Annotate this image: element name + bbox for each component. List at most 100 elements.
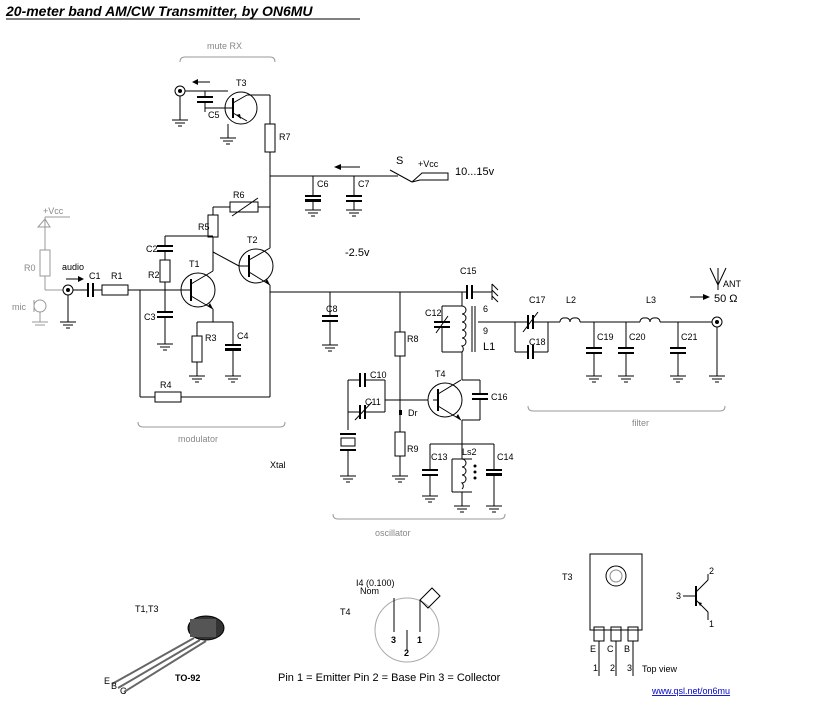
l1-tap2-label: 9 <box>483 326 488 336</box>
t3-symbol-pin-2: 2 <box>709 566 714 576</box>
voltage-label: -2.5v <box>345 247 370 259</box>
c6-label: C6 <box>317 179 329 189</box>
c4-label: C4 <box>237 331 249 341</box>
l3-label: L3 <box>646 295 656 305</box>
to92-label: T1,T3 <box>135 604 159 614</box>
t4-pin-3: 3 <box>391 635 396 645</box>
modulator-bracket <box>137 421 286 428</box>
t3-symbol-pin-3: 3 <box>676 591 681 601</box>
dr-label: Dr <box>408 408 418 418</box>
switch-label: S <box>396 155 403 167</box>
c13-label: C13 <box>431 452 448 462</box>
r2-resistor <box>159 259 171 283</box>
mute-rx-label: mute RX <box>207 41 242 51</box>
t3-package <box>589 553 643 676</box>
t3-package-label: T3 <box>562 572 573 582</box>
r6-resistor <box>229 201 259 213</box>
ls2-label: Ls2 <box>462 447 477 457</box>
website-link[interactable]: www.qsl.net/on6mu <box>651 686 730 696</box>
r4-label: R4 <box>160 380 172 390</box>
r8-resistor <box>394 331 406 357</box>
audio-label: audio <box>62 262 84 272</box>
t3-pin-2: 2 <box>610 663 615 673</box>
oscillator-label: oscillator <box>375 528 411 538</box>
mic-icon <box>33 299 47 313</box>
to92-pin-b: B <box>111 681 117 691</box>
c21-label: C21 <box>681 332 698 342</box>
c8-label: C8 <box>326 304 338 314</box>
r4-resistor <box>154 391 182 403</box>
t2-label: T2 <box>247 235 258 245</box>
l3-inductor <box>639 317 661 323</box>
t3-symbol <box>683 574 709 620</box>
r6-label: R6 <box>233 190 245 200</box>
t3-pin-e: E <box>590 644 596 654</box>
c19-label: C19 <box>597 332 614 342</box>
l1-tap1-label: 6 <box>483 304 488 314</box>
c15-label: C15 <box>460 266 477 276</box>
mic-label: mic <box>12 302 26 312</box>
r9-label: R9 <box>407 444 419 454</box>
mute-rx-bracket <box>179 56 276 63</box>
l2-inductor <box>559 317 581 323</box>
r7-resistor <box>264 123 276 153</box>
l1-inductor <box>460 305 467 353</box>
r3-resistor <box>191 335 203 363</box>
pinout-legend: Pin 1 = Emitter Pin 2 = Base Pin 3 = Col… <box>278 672 501 684</box>
c3-label: C3 <box>144 312 156 322</box>
r3-label: R3 <box>205 333 217 343</box>
to92-package <box>111 615 225 693</box>
t4-pin-2: 2 <box>404 648 409 658</box>
t4-note-2: Nom <box>360 586 379 596</box>
r1-label: R1 <box>111 271 123 281</box>
filter-label: filter <box>632 418 649 428</box>
t3-symbol-pin-1: 1 <box>709 619 714 629</box>
t3-label: T3 <box>236 78 247 88</box>
vcc-left-label: +Vcc <box>43 206 64 216</box>
r5-label: R5 <box>198 222 210 232</box>
r2-label: R2 <box>148 270 160 280</box>
t4-package <box>374 597 440 663</box>
c16-label: C16 <box>491 392 508 402</box>
ls2-inductor <box>460 458 467 490</box>
l1-label: L1 <box>483 341 495 353</box>
t4-label: T4 <box>435 369 446 379</box>
to92-pin-e: E <box>104 676 110 686</box>
supply-voltage-label: 10...15v <box>455 166 495 178</box>
c12-label: C12 <box>425 308 442 318</box>
r9-resistor <box>394 431 406 457</box>
t4-transistor <box>427 382 463 418</box>
t3-pin-c: C <box>607 644 614 654</box>
t3-pin-1: 1 <box>593 663 598 673</box>
xtal-label: Xtal <box>270 460 286 470</box>
c14-label: C14 <box>497 452 514 462</box>
r7-label: R7 <box>279 132 291 142</box>
r0-label: R0 <box>24 263 36 273</box>
c2-label: C2 <box>146 244 158 254</box>
to92-pin-c: C <box>120 686 127 696</box>
filter-bracket <box>527 405 726 412</box>
c5-label: C5 <box>208 110 220 120</box>
r1-resistor <box>101 284 129 296</box>
vcc-top-label: +Vcc <box>418 159 439 169</box>
c18-label: C18 <box>529 337 546 347</box>
oscillator-bracket <box>332 513 506 520</box>
r8-label: R8 <box>407 334 419 344</box>
t3-pin-3: 3 <box>627 663 632 673</box>
c10-label: C10 <box>370 370 387 380</box>
c20-label: C20 <box>629 332 646 342</box>
to92-name: TO-92 <box>175 673 200 683</box>
top-view-label: Top view <box>642 664 678 674</box>
c11-label: C11 <box>365 397 381 407</box>
power-switch <box>389 169 413 183</box>
diagram-title: 20-meter band AM/CW Transmitter, by ON6M… <box>5 3 313 19</box>
ant-label: ANT <box>723 279 742 289</box>
c1-label: C1 <box>89 271 101 281</box>
t3-pin-b: B <box>624 644 630 654</box>
t4-pin-1: 1 <box>417 635 422 645</box>
t1-label: T1 <box>189 259 200 269</box>
modulator-label: modulator <box>178 434 218 444</box>
c7-label: C7 <box>358 179 370 189</box>
t4-note: I4 (0.100) <box>356 578 395 588</box>
